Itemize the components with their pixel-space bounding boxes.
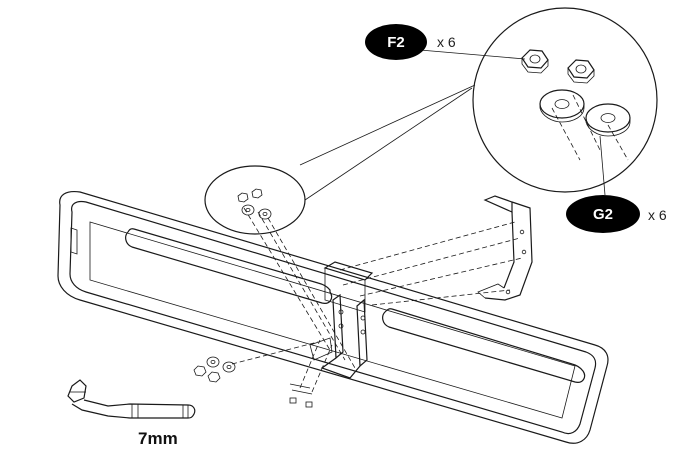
callout-f2-qty: x 6 <box>437 34 456 50</box>
leader-line-g2 <box>599 135 606 196</box>
bumper-body <box>57 190 609 444</box>
callout-f2-code: F2 <box>387 34 405 51</box>
assembly-guide-lines <box>231 94 629 393</box>
flat-washer-icon <box>585 103 631 133</box>
hex-nut-icon <box>521 49 549 69</box>
rear-bracket <box>477 195 533 301</box>
center-bracket <box>309 293 368 379</box>
detail-circle-large <box>299 7 658 201</box>
callout-g2-qty: x 6 <box>648 207 667 223</box>
leader-line-f2 <box>419 49 526 60</box>
detail-circle-small <box>204 165 306 235</box>
loose-hardware <box>193 356 313 408</box>
callout-g2: G2 x 6 <box>566 195 667 233</box>
callout-g2-code: G2 <box>593 206 613 223</box>
tool-size-label: 7mm <box>138 429 178 448</box>
callout-f2: F2 x 6 <box>365 24 456 60</box>
hex-nut-icon <box>567 59 595 79</box>
ratchet-wrench-icon: 7mm <box>67 379 196 448</box>
